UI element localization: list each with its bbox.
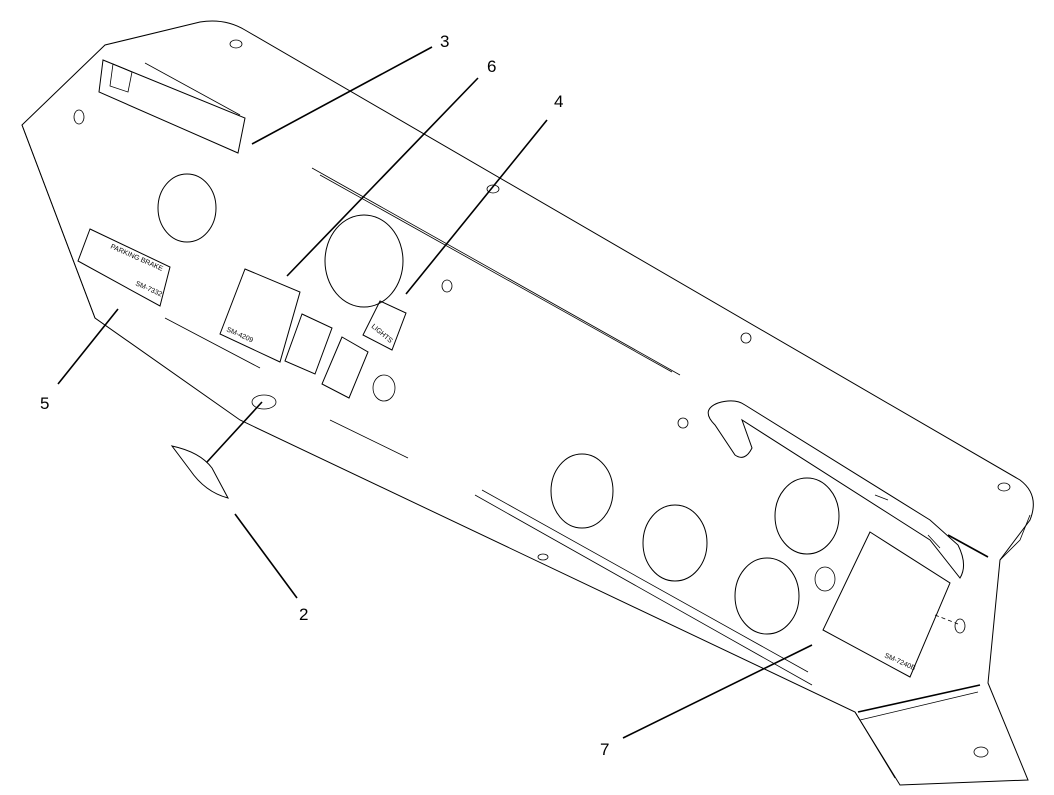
callout-6: 6 [487,57,496,76]
callout-4: 4 [554,92,563,111]
instrument-plate-code: SM-7240B [883,652,916,672]
mounting-holes [73,39,1011,758]
panel-outline [21,20,1034,786]
callout-7: 7 [600,740,609,759]
instrument-plate: SM-7240B [822,531,951,678]
lights-switch-plate: LIGHTS [362,300,407,351]
parking-brake-plate: PARKING BRAKE SM-7332 [77,228,171,307]
grommet-cover [170,394,277,499]
gauge-plate: SM-4209 [219,268,301,363]
gauge-openings [157,173,840,635]
callout-3: 3 [440,32,449,51]
switch-openings [284,313,369,399]
gauge-plate-code: SM-4209 [225,326,254,344]
callout-5: 5 [40,394,49,413]
indicator-slot [98,59,246,154]
grab-handle [707,400,964,579]
lights-switch-label: LIGHTS [370,323,394,345]
panel-edge-lines [144,62,813,686]
parking-brake-title: PARKING BRAKE [109,243,164,273]
parking-brake-code: SM-7332 [134,280,163,298]
callout-labels: 3 6 4 5 2 7 [40,32,609,759]
callout-2: 2 [299,605,308,624]
leader-lines [57,46,989,739]
